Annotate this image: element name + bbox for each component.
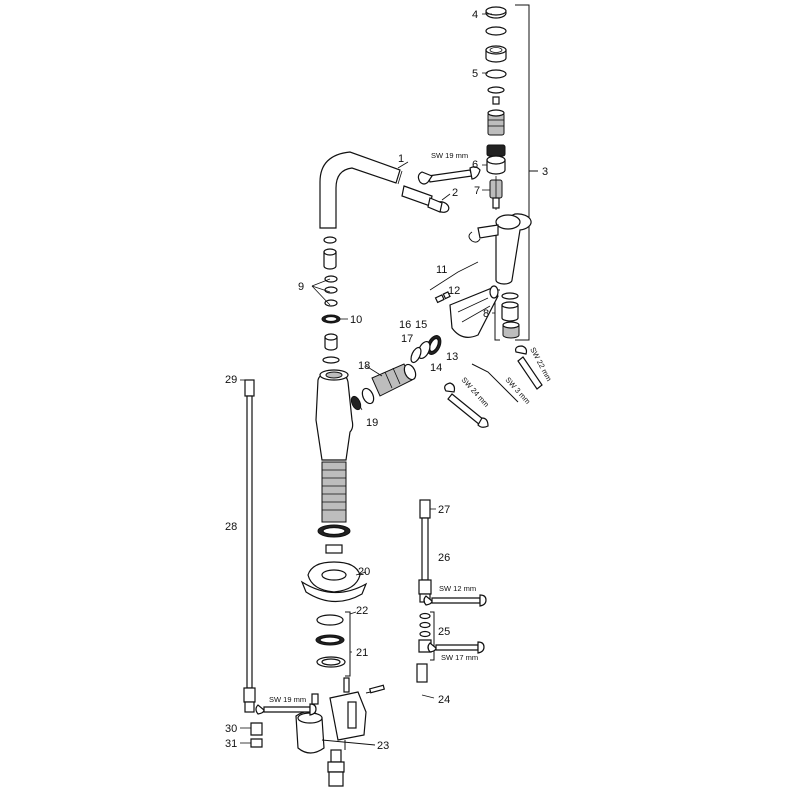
nut-part-6 [486, 155, 506, 175]
callout-13: 13 [446, 351, 458, 363]
callout-14: 14 [430, 362, 442, 374]
faucet-body [315, 369, 354, 461]
wrench-size-sw19-bottom: SW 19 mm [269, 695, 306, 704]
wrench-icon [417, 166, 481, 185]
valve-part-7 [489, 176, 503, 210]
wrench-size-sw17: SW 17 mm [441, 653, 478, 662]
callout-21: 21 [356, 647, 368, 659]
small-screw-part-12 [434, 291, 451, 304]
o-ring-part-19 [350, 395, 362, 411]
callout-9: 9 [298, 281, 304, 293]
bottom-nut [328, 771, 344, 787]
callout-27: 27 [438, 504, 450, 516]
callout-28: 28 [225, 521, 237, 533]
o-ring-part-5 [485, 69, 507, 79]
threaded-shank [321, 461, 347, 523]
callout-18: 18 [358, 360, 370, 372]
callout-23: 23 [377, 740, 389, 752]
callout-17: 17 [401, 333, 413, 345]
callout-2: 2 [452, 187, 458, 199]
wrench-size-sw19-top: SW 19 mm [431, 151, 468, 160]
hose-part-26 [418, 499, 432, 603]
lever-handle [468, 213, 532, 285]
callout-8: 8 [483, 308, 489, 320]
callout-4: 4 [472, 9, 478, 21]
mounting-bracket-part-23 [329, 677, 386, 741]
callout-labels: 1 2 3 4 5 6 7 8 9 10 11 12 13 14 15 16 1… [225, 9, 548, 752]
gasket-inner [322, 526, 346, 536]
connector-part-2 [401, 185, 450, 213]
callout-7: 7 [474, 185, 480, 197]
adapter-part-31 [250, 738, 263, 748]
callout-30: 30 [225, 723, 237, 735]
wrench-icon [423, 594, 487, 607]
callout-12: 12 [448, 285, 460, 297]
callout-5: 5 [472, 68, 478, 80]
rubber-ring [486, 144, 506, 157]
callout-10: 10 [350, 314, 362, 326]
leader-lines [240, 13, 495, 744]
wrench-icon [515, 345, 543, 390]
wrench-size-sw12: SW 12 mm [439, 584, 476, 593]
callout-15: 15 [415, 319, 427, 331]
washer-part-20 [300, 561, 368, 603]
spacer [325, 544, 343, 554]
callout-11: 11 [436, 264, 447, 276]
aerator-part-8 [494, 289, 520, 341]
callout-31: 31 [225, 738, 237, 750]
spout-tube-part-1 [319, 151, 403, 229]
cartridge-part-18 [361, 363, 417, 405]
o-ring-inner [324, 315, 338, 323]
callout-24: 24 [438, 694, 450, 706]
rings-part-9 [323, 236, 338, 307]
bracket-part-3 [515, 4, 538, 341]
callout-20: 20 [358, 566, 370, 578]
nut-ring [485, 45, 507, 63]
callout-22: 22 [356, 605, 368, 617]
rings-parts-13-17 [410, 335, 442, 364]
leader-23b [321, 739, 376, 746]
leader-part-11 [429, 261, 479, 291]
rings-part-21 [315, 614, 346, 668]
hose-part-28 [243, 379, 256, 713]
callout-6: 6 [472, 159, 478, 171]
wrench-icon [444, 382, 489, 428]
allen-key-icon [471, 363, 519, 403]
bracket-part-22 [345, 611, 351, 677]
nut-part-30 [250, 722, 263, 736]
o-ring-top [485, 26, 507, 36]
bracket-part-25 [430, 611, 435, 661]
spout-nut [322, 333, 340, 364]
wrench-icon [255, 703, 317, 716]
callout-26: 26 [438, 552, 450, 564]
callout-19: 19 [366, 417, 378, 429]
callout-25: 25 [438, 626, 450, 638]
callout-1: 1 [398, 153, 404, 165]
spray-head-body [449, 285, 499, 338]
wrench-icon [427, 641, 485, 654]
callout-29: 29 [225, 374, 237, 386]
weight-part-23 [295, 693, 325, 754]
callout-16: 16 [399, 319, 411, 331]
o-ring-small [487, 86, 505, 94]
threaded-insert [487, 109, 505, 136]
callout-3: 3 [542, 166, 548, 178]
cap-part-4 [485, 6, 507, 19]
small-screw [492, 96, 500, 105]
